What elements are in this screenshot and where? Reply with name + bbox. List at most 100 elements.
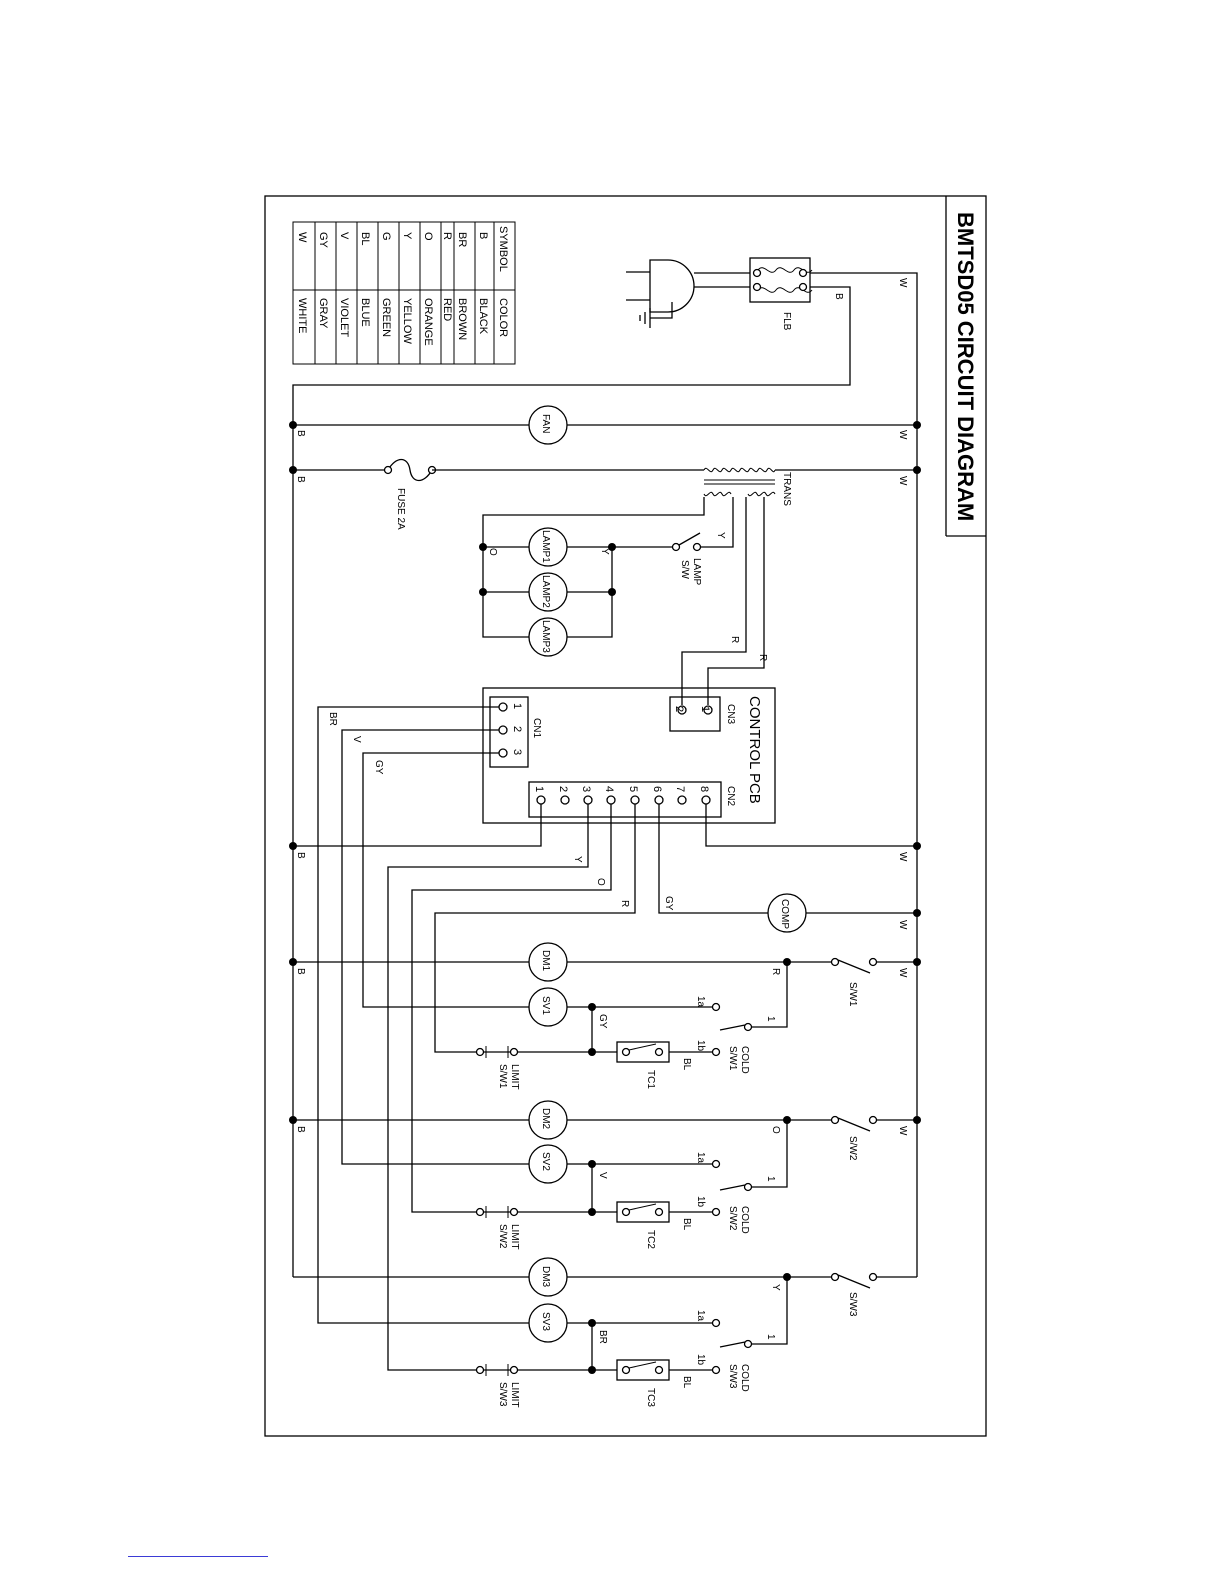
legend-color: BLUE — [359, 298, 371, 327]
legend-color: VIOLET — [338, 298, 350, 337]
rails — [292, 272, 918, 1277]
wire-label-r: R — [770, 968, 781, 975]
cn3-pin: 2 — [673, 706, 685, 712]
section-1: DM1 S/W1 B W R 1 SV1 1a GY TC1 1b BL COL… — [289, 942, 921, 1090]
section-2: DM2 S/W2 B W O 1 SV2 1a V TC2 1b BL COLD… — [289, 1100, 921, 1250]
legend-symbol: BL — [359, 232, 371, 245]
legend-color: GRAY — [317, 298, 329, 329]
cn2-pin: 5 — [627, 786, 639, 792]
tc1-label: TC1 — [645, 1070, 656, 1089]
legend-color: YELLOW — [401, 298, 413, 344]
section-3: DM3 S/W3 Y 1 SV3 1a BR TC3 1b BL COLD S/… — [293, 1257, 917, 1408]
contact-1a: 1a — [695, 996, 706, 1008]
contact-1b: 1b — [695, 1040, 706, 1052]
contact-1: 1 — [765, 1334, 776, 1340]
wire-label-br: BR — [597, 1330, 608, 1344]
contact-1: 1 — [765, 1016, 776, 1022]
sv3-label: SV3 — [540, 1312, 551, 1331]
fan-row: FAN B W — [289, 405, 921, 445]
comp-row: COMP W — [767, 893, 921, 933]
fan-label: FAN — [540, 414, 551, 433]
legend-symbol: GY — [317, 232, 329, 249]
wire-label-r: R — [757, 654, 768, 661]
legend-symbol: O — [422, 232, 434, 241]
cn2-pin: 1 — [533, 786, 545, 792]
cn2-wires: B W Y O R GY — [289, 804, 921, 1371]
dm2-label: DM2 — [540, 1108, 551, 1130]
lamp2 — [528, 572, 568, 612]
wire-label-b: B — [295, 852, 306, 859]
color-legend: SYMBOL COLOR B BLACK BR BROWN R RED O OR… — [292, 221, 516, 365]
sw3-label: S/W3 — [847, 1292, 858, 1317]
cold-sw3-label: S/W3 — [727, 1364, 738, 1389]
legend-symbol: Y — [401, 232, 413, 240]
wire-label-b: B — [833, 293, 844, 300]
wire-label-y: Y — [770, 1284, 781, 1291]
wire-label-gy: GY — [663, 896, 674, 911]
lamp-circuit: LAMP1 LAMP2 LAMP3 LAMP S/W Y Y O — [479, 497, 734, 657]
legend-header-color: COLOR — [497, 298, 509, 337]
wire-label-v: V — [351, 736, 362, 743]
lamp1-label: LAMP1 — [540, 530, 551, 563]
limit-sw3-label: S/W3 — [497, 1382, 508, 1407]
wire-label-o: O — [595, 878, 606, 886]
wire-label-b: B — [295, 1126, 306, 1133]
lamp3-label: LAMP3 — [540, 620, 551, 653]
legend-color: BROWN — [456, 298, 468, 340]
wire-label-y: Y — [715, 532, 726, 539]
limit-label: LIMIT — [509, 1382, 520, 1408]
compressor — [767, 893, 807, 933]
tc2-label: TC2 — [645, 1230, 656, 1249]
lamp-switch-label: LAMP — [691, 558, 702, 586]
wire-label-bl: BL — [681, 1376, 692, 1389]
wire-label-y: Y — [599, 548, 610, 555]
sv1-label: SV1 — [540, 996, 551, 1015]
dm3-label: DM3 — [540, 1266, 551, 1288]
cn1-connector — [489, 696, 529, 768]
wire-label-b: B — [295, 968, 306, 975]
wire-label-o: O — [487, 548, 498, 556]
legend-color: WHITE — [296, 298, 308, 333]
wire-label-bl: BL — [681, 1058, 692, 1071]
cn3-pin: 1 — [699, 706, 711, 712]
sw2-label: S/W2 — [847, 1136, 858, 1161]
lamp3 — [528, 617, 568, 657]
cn2-pin: 2 — [557, 786, 569, 792]
wire-label-gy: GY — [373, 760, 384, 775]
title-block: BMTSD05 CIRCUIT DIAGRAM — [945, 196, 986, 537]
legend-header-symbol: SYMBOL — [497, 226, 509, 272]
wire-label-w: W — [897, 1126, 908, 1136]
wire-label-w: W — [897, 430, 908, 440]
wire-label-w: W — [897, 476, 908, 486]
wire-label-w: W — [897, 278, 908, 288]
cold-label: COLD — [739, 1206, 750, 1234]
cold-sw1-label: S/W1 — [727, 1046, 738, 1071]
limit-label: LIMIT — [509, 1224, 520, 1250]
trans-to-cn3: R R — [681, 497, 768, 705]
cn1-pin: 3 — [511, 749, 523, 755]
wire-label-bl: BL — [681, 1218, 692, 1231]
wire-label-w: W — [897, 968, 908, 978]
cn2-label: CN2 — [725, 786, 736, 806]
cn1-wires: BR V GY — [317, 706, 529, 1324]
cn1-pin: 2 — [511, 726, 523, 732]
wire-label-gy: GY — [597, 1014, 608, 1029]
wire-label-w: W — [897, 852, 908, 862]
contact-1b: 1b — [695, 1354, 706, 1366]
fuse-label: FUSE 2A — [395, 488, 406, 530]
diagram-frame — [264, 195, 987, 1437]
limit-sw2-label: S/W2 — [497, 1224, 508, 1249]
control-pcb: CONTROL PCB CN3 1 2 CN1 1 2 3 CN2 1 2 3 … — [482, 687, 776, 824]
legend-symbol: B — [477, 232, 489, 239]
cn3-label: CN3 — [725, 704, 736, 724]
legend-symbol: V — [338, 232, 350, 240]
contact-1b: 1b — [695, 1196, 706, 1208]
cn2-pin: 8 — [698, 786, 710, 792]
cn2-pin: 6 — [651, 786, 663, 792]
lamp-switch-label: S/W — [679, 560, 690, 579]
wire-label-y: Y — [572, 856, 583, 863]
contact-1: 1 — [765, 1176, 776, 1182]
cold-label: COLD — [739, 1364, 750, 1392]
wire-label-v: V — [597, 1172, 608, 1179]
